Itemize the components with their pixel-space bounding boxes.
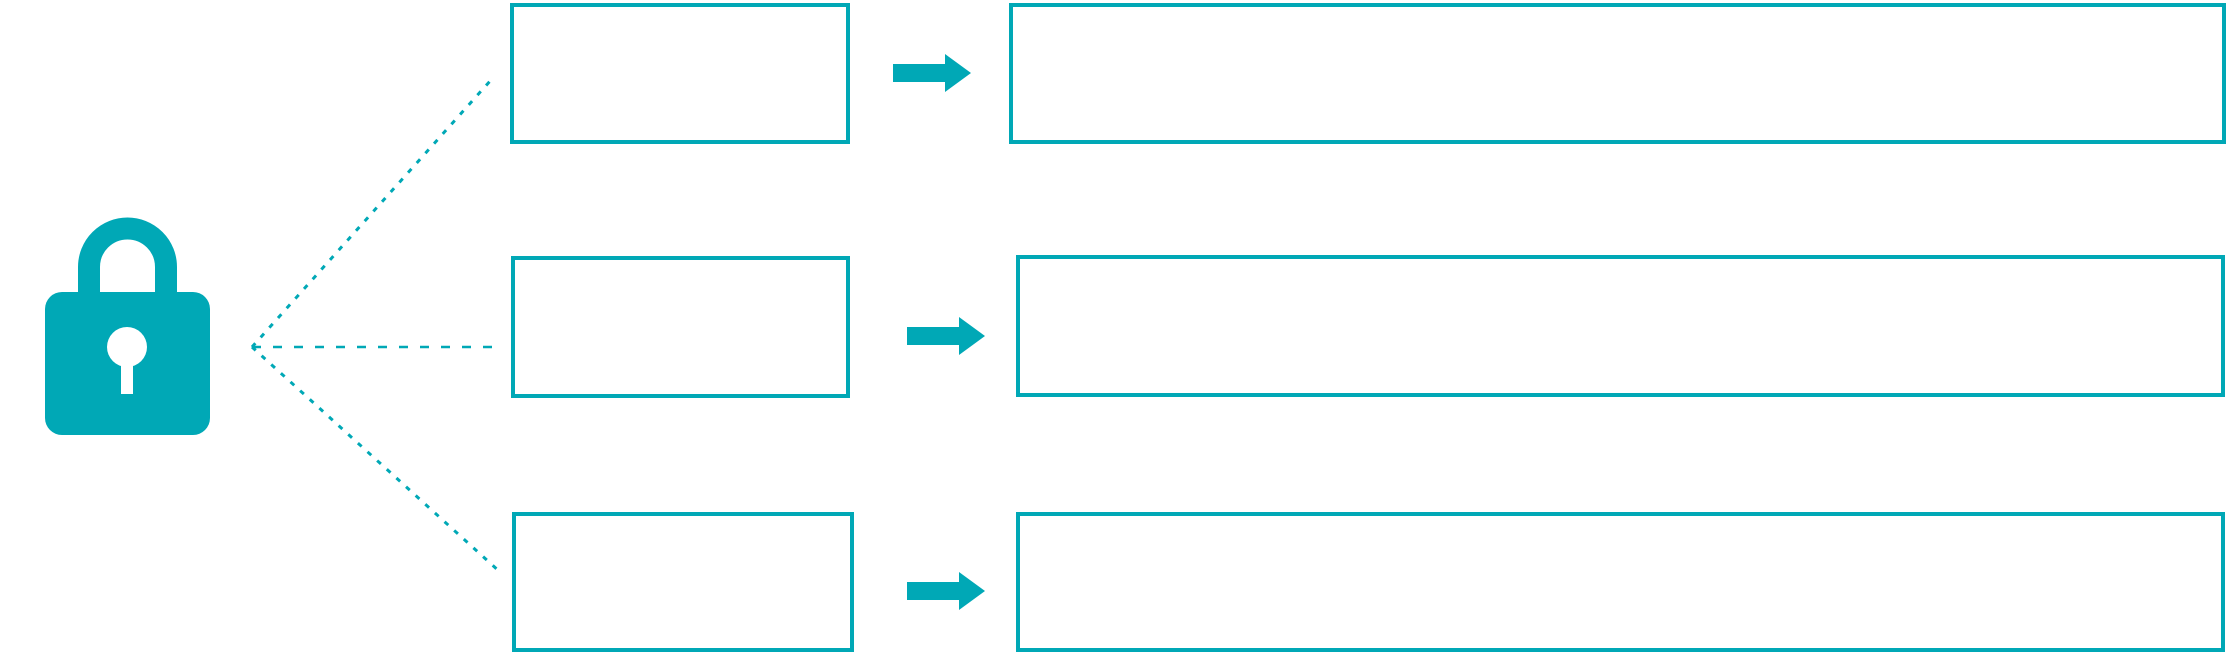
target-box-top — [1009, 3, 2226, 144]
target-box-bottom — [1016, 512, 2225, 652]
right-arrow-icon-bottom — [907, 572, 985, 610]
right-arrow-icon-top — [893, 54, 971, 92]
target-box-middle — [1016, 255, 2225, 397]
right-arrow-icon-middle — [907, 317, 985, 355]
source-box-middle — [511, 256, 850, 398]
connector-line-bottom — [250, 345, 502, 574]
source-box-top — [510, 3, 850, 144]
lock-icon — [45, 217, 210, 435]
lock-keyhole-stem — [121, 347, 133, 394]
source-box-bottom — [512, 512, 854, 652]
connector-line-top — [250, 78, 493, 349]
lock-shackle — [78, 217, 177, 302]
